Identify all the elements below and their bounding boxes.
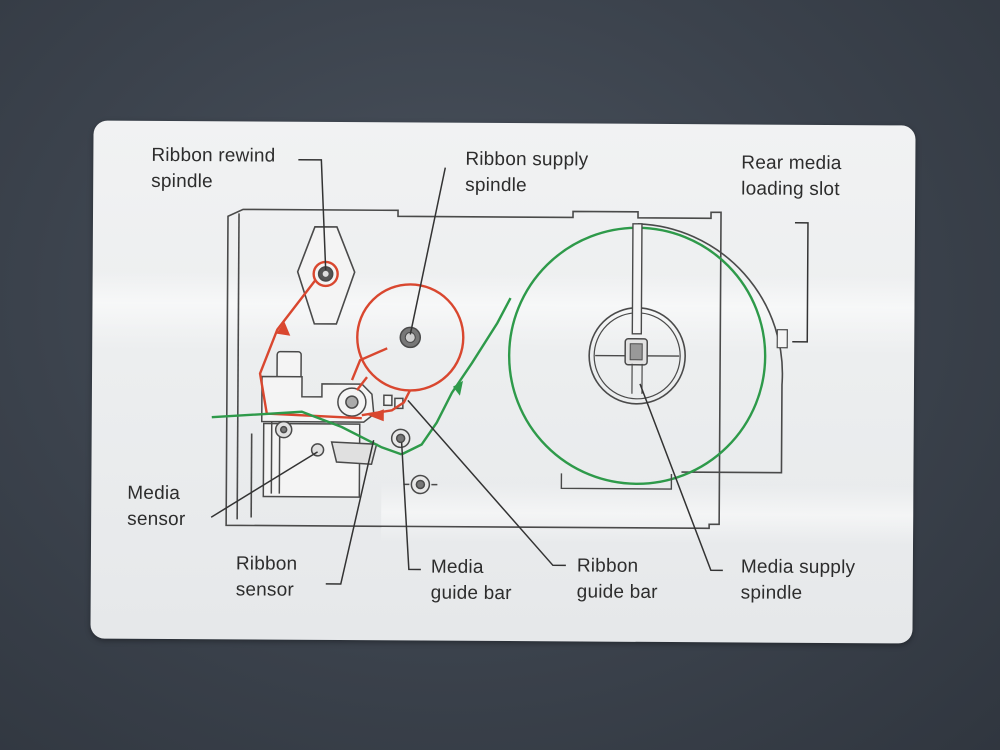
leader-ribbon-rewind [298,158,327,270]
instruction-card: Ribbon rewind spindle Ribbon supply spin… [90,120,916,644]
ribbon-arrow [367,409,384,422]
leader-ribbon-guide-bar [407,399,566,567]
media-supply-spindle-drawing [507,223,788,490]
ribbon-supply-spindle-drawing [356,283,465,392]
leader-media-sensor [210,451,318,518]
printer-chassis [225,208,722,530]
printer-loading-diagram [210,158,809,585]
ribbon-rewind-spindle-drawing [296,226,356,325]
label-rear-media-loading-slot: Rear media loading slot [741,152,842,201]
print-mechanism-drawing [260,350,438,498]
media-arrow [452,380,464,396]
label-media-sensor: Media sensor [127,482,186,531]
label-media-guide-bar: Media guide bar [430,556,512,605]
leader-lines [210,158,809,585]
leader-ribbon-sensor [325,440,375,585]
label-media-supply-spindle: Media supply spindle [740,556,856,604]
leader-ribbon-supply [409,167,447,335]
leader-media-supply [639,383,723,572]
leader-media-guide-bar [400,442,421,571]
label-ribbon-supply-spindle: Ribbon supply spindle [465,148,589,197]
media-path [211,297,512,456]
ribbon-arrow-2 [276,321,291,336]
label-ribbon-rewind-spindle: Ribbon rewind spindle [151,144,276,193]
leader-rear-slot [792,222,809,343]
label-ribbon-sensor: Ribbon sensor [235,553,298,601]
label-ribbon-guide-bar: Ribbon guide bar [576,555,658,603]
